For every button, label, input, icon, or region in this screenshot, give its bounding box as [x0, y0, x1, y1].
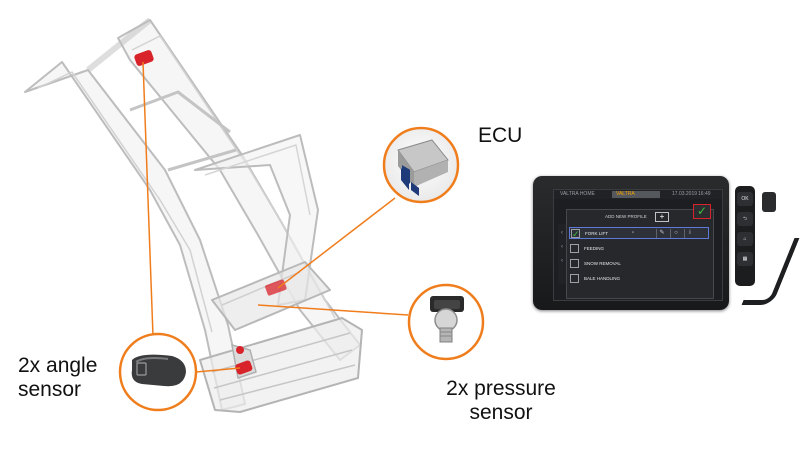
angle-sensor-label: 2x angle sensor [18, 354, 97, 402]
profile-panel: ADD NEW PROFILE + ✓ ✓ FORK LIFT ▫ ✎ ○ ⅰ … [566, 204, 714, 299]
confirm-check-icon[interactable]: ✓ [693, 204, 711, 219]
nav-left-icon-3[interactable]: ‹ [561, 258, 563, 264]
profile-label: FEEDING [584, 246, 605, 251]
add-profile-button[interactable]: + [655, 212, 669, 222]
terminal-brand: VALTRA HOME [560, 191, 595, 197]
ecu-line [277, 197, 396, 289]
terminal-knob[interactable] [762, 192, 776, 212]
cross-tube [211, 261, 331, 331]
ecu-icon [397, 139, 449, 196]
pressure-sensor-label-line1: 2x pressure [446, 377, 556, 400]
refresh-icon[interactable]: ○ [670, 229, 681, 238]
callout-lines [142, 61, 409, 373]
checkbox-icon[interactable] [570, 274, 579, 283]
profile-row[interactable]: BALE HANDLING [569, 273, 709, 285]
terminal-device: VALTRA HOME VALTRA 17.03.2019 16:49 ‹ ‹ … [533, 176, 729, 310]
info-icon[interactable]: ⅰ [684, 229, 695, 238]
nav-left-icon[interactable]: ‹ [561, 230, 563, 236]
angle-sensor-label-line1: 2x angle [18, 354, 98, 377]
terminal-time: 16:49 [698, 191, 711, 197]
profile-row[interactable]: ✓ FORK LIFT ▫ ✎ ○ ⅰ [569, 227, 709, 239]
lock-icon: ▫ [631, 230, 635, 236]
angle-sensor-line-bottom [195, 367, 241, 373]
pressure-line [257, 304, 409, 316]
pressure-sensor-label-line2: sensor [469, 401, 533, 424]
profile-row[interactable]: SNOW REMOVAL [569, 258, 709, 270]
ecu-label: ECU [478, 124, 523, 147]
angle-sensor-label-line2: sensor [18, 378, 82, 401]
profile-row[interactable]: FEEDING [569, 243, 709, 255]
add-profile-label: ADD NEW PROFILE [605, 214, 647, 219]
angle-sensor-top [134, 50, 154, 66]
profile-label: BALE HANDLING [584, 276, 621, 281]
angle-sensor-line-top [142, 61, 154, 337]
pressure-sensor-label: 2x pressure sensor [436, 377, 566, 425]
pressure-marker [236, 346, 244, 354]
ecu-marker [265, 279, 287, 296]
checkbox-icon[interactable] [570, 259, 579, 268]
ecu-callout [382, 126, 460, 204]
profile-label: SNOW REMOVAL [584, 261, 621, 266]
pressure-sensor-callout [407, 283, 485, 361]
back-key[interactable]: ⮌ [737, 212, 753, 226]
angle-sensor-bottom [235, 360, 253, 375]
pressure-sensor-icon [430, 296, 464, 343]
menu-key[interactable]: ▦ [737, 252, 753, 266]
terminal-side-nav: ‹ ‹ ‹ [558, 224, 566, 284]
loader-frame [24, 17, 363, 413]
nav-left-icon-2[interactable]: ‹ [561, 244, 563, 250]
terminal-status-bar: VALTRA HOME VALTRA 17.03.2019 16:49 [554, 190, 722, 199]
ok-key[interactable]: OK [737, 192, 753, 206]
angle-sensor-icon [131, 354, 186, 387]
terminal-tab[interactable]: VALTRA [612, 191, 660, 198]
profile-label: FORK LIFT [585, 231, 609, 236]
home-key[interactable]: ⌂ [737, 232, 753, 246]
terminal-date: 17.03.2019 [672, 191, 698, 197]
terminal-screen: VALTRA HOME VALTRA 17.03.2019 16:49 ‹ ‹ … [553, 189, 723, 301]
terminal-keypad: OK ⮌ ⌂ ▦ [735, 186, 755, 286]
edit-icon[interactable]: ✎ [656, 229, 667, 238]
checkbox-checked-icon[interactable]: ✓ [571, 229, 580, 239]
angle-sensor-callout [118, 332, 198, 412]
checkbox-icon[interactable] [570, 244, 579, 253]
